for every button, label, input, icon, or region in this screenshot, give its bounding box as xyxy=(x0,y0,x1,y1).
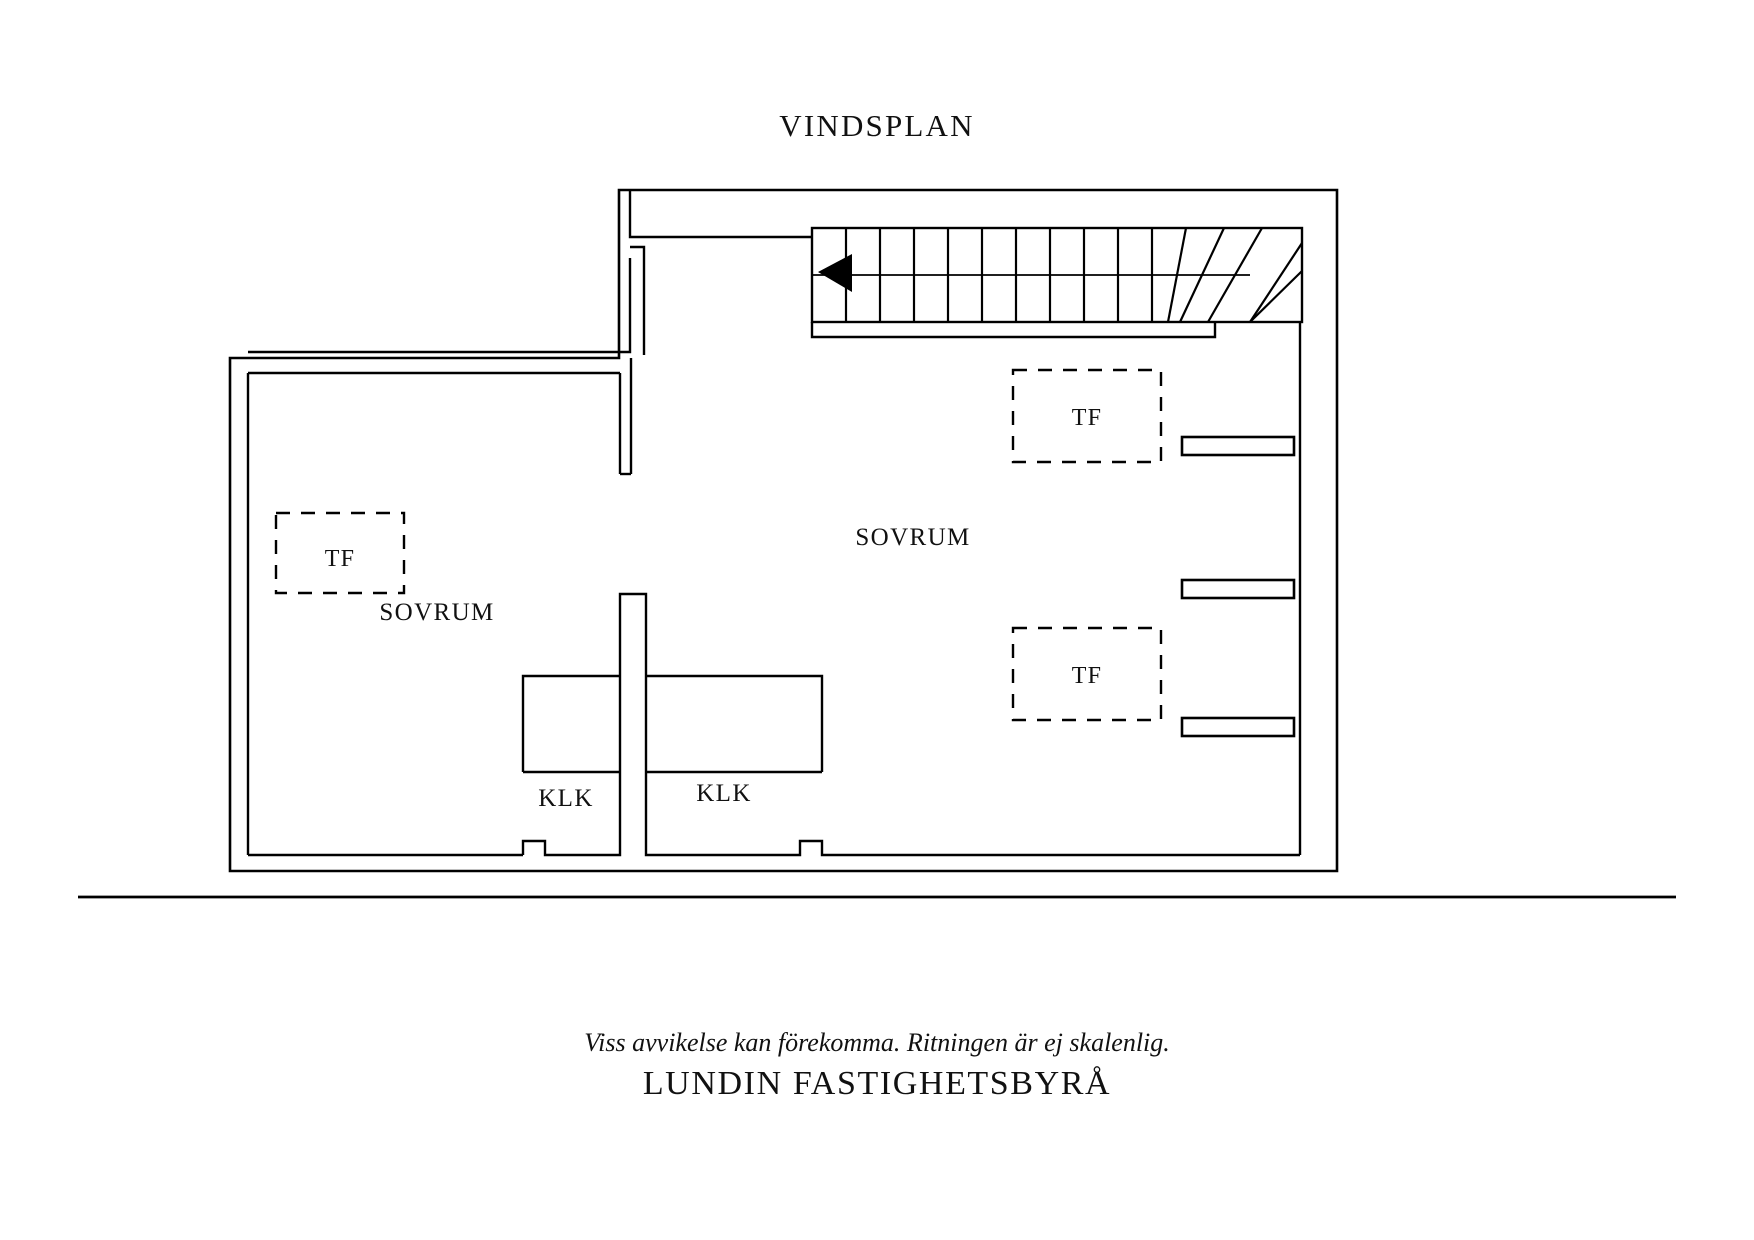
wall-hall-left xyxy=(248,258,632,354)
stair-winder-2 xyxy=(1179,227,1225,323)
wall-klk-left-top xyxy=(521,674,620,772)
room-label-sovrum-right: SOVRUM xyxy=(855,524,970,551)
stair-landing-edge xyxy=(810,322,1217,339)
tf-right-upper-box xyxy=(1011,368,1163,464)
wall-klk-stub xyxy=(618,592,648,676)
inner-walls xyxy=(246,190,1302,857)
tf-right-lower-label: TF xyxy=(1072,663,1102,689)
staircase xyxy=(810,226,1304,339)
dormer-niche-2 xyxy=(1180,578,1296,600)
tf-right-upper-label: TF xyxy=(1072,405,1102,431)
stair-winder-5 xyxy=(1249,270,1303,323)
tf-left-label: TF xyxy=(325,546,355,572)
footer-company-name: LUNDIN FASTIGHETSBYRÅ xyxy=(642,1065,1112,1102)
tf-left-box xyxy=(274,511,406,595)
wall-klk-left xyxy=(521,772,622,857)
tf-right-lower-box xyxy=(1011,626,1163,722)
outer-walls xyxy=(228,188,1339,873)
dormer-niches xyxy=(1180,435,1296,738)
footer-disclaimer: Viss avvikelse kan förekomma. Ritningen … xyxy=(584,1028,1170,1057)
tf-boxes xyxy=(274,368,1163,722)
dormer-niche-1 xyxy=(1180,435,1296,457)
wall-hall-step xyxy=(630,245,646,355)
wall-klk-right-bottom xyxy=(644,772,1300,857)
stair-winder-1 xyxy=(1166,227,1188,323)
room-label-sovrum-left: SOVRUM xyxy=(379,599,494,626)
wall-hall-top xyxy=(628,190,811,239)
stair-direction-arrow-icon xyxy=(818,254,852,292)
outer-wall-outline xyxy=(228,188,1339,873)
page-title: VINDSPLAN xyxy=(779,108,975,143)
room-label-klk-left: KLK xyxy=(538,785,594,812)
stair-winder-3 xyxy=(1207,227,1263,323)
stair-winder-4 xyxy=(1249,242,1303,323)
room-label-klk-right: KLK xyxy=(696,780,752,807)
wall-klk-right-top xyxy=(646,674,824,772)
dormer-niche-3 xyxy=(1180,716,1296,738)
